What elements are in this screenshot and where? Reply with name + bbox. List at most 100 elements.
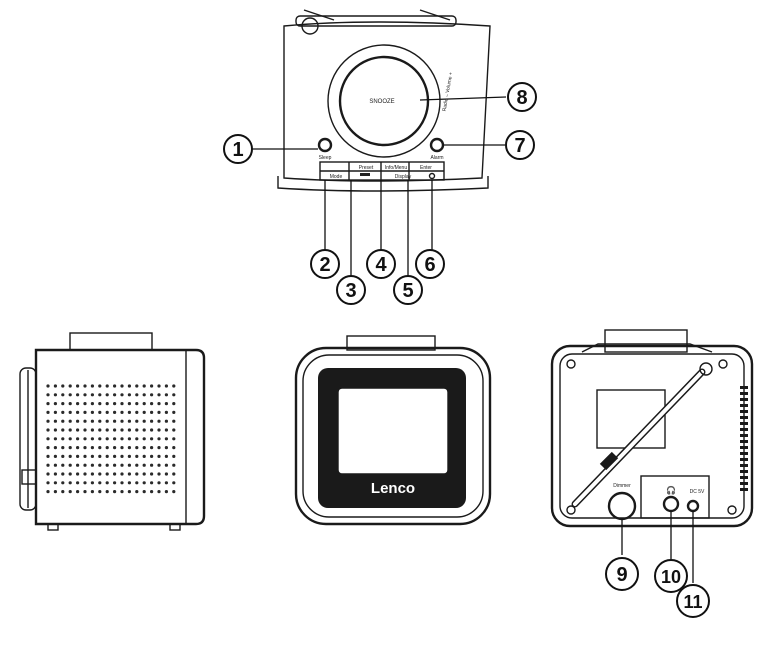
front-display bbox=[337, 387, 449, 475]
grille-hole bbox=[76, 454, 80, 458]
grille-hole bbox=[61, 419, 65, 423]
grille-hole bbox=[83, 384, 87, 388]
grille-hole bbox=[157, 437, 161, 441]
grille-hole bbox=[172, 490, 176, 494]
grille-hole bbox=[53, 446, 58, 450]
sleep-button[interactable] bbox=[317, 137, 333, 153]
callout-10: 10 bbox=[654, 559, 688, 593]
grille-hole bbox=[68, 437, 72, 441]
grille-hole bbox=[46, 490, 50, 494]
grille-hole bbox=[120, 463, 124, 467]
grille-hole bbox=[142, 437, 146, 441]
grille-hole bbox=[135, 490, 139, 494]
grille-hole bbox=[98, 402, 102, 406]
grille-hole bbox=[150, 393, 154, 397]
callout-5: 5 bbox=[393, 275, 423, 305]
grille-hole bbox=[90, 437, 94, 441]
grille-hole bbox=[172, 463, 176, 467]
enter-key-label: Enter bbox=[420, 165, 432, 171]
grille-hole bbox=[142, 454, 146, 458]
vent-slot bbox=[740, 410, 748, 413]
grille-hole bbox=[90, 402, 94, 406]
grille-hole bbox=[98, 481, 102, 485]
grille-hole bbox=[98, 446, 102, 450]
grille-hole bbox=[76, 410, 80, 414]
grille-hole bbox=[113, 463, 117, 467]
grille-hole bbox=[113, 410, 117, 414]
grille-hole bbox=[142, 410, 146, 414]
grille-hole bbox=[164, 446, 168, 450]
alarm-button[interactable] bbox=[429, 137, 445, 153]
svg-text:11: 11 bbox=[683, 592, 702, 612]
grille-hole bbox=[127, 481, 131, 485]
grille-hole bbox=[157, 481, 161, 485]
grille-hole bbox=[150, 472, 154, 476]
grille-hole bbox=[105, 402, 109, 406]
screw-icon bbox=[566, 359, 576, 369]
grille-hole bbox=[120, 454, 124, 458]
grille-hole bbox=[46, 402, 50, 406]
grille-hole bbox=[68, 428, 72, 432]
grille-hole bbox=[150, 402, 154, 406]
grille-hole bbox=[113, 437, 117, 441]
grille-hole bbox=[172, 393, 176, 397]
grille-hole bbox=[172, 481, 176, 485]
grille-hole bbox=[135, 454, 139, 458]
grille-hole bbox=[164, 490, 168, 494]
grille-hole bbox=[135, 446, 139, 450]
grille-hole bbox=[98, 437, 102, 441]
grille-hole bbox=[150, 437, 154, 441]
grille-hole bbox=[68, 384, 72, 388]
grille-hole bbox=[142, 393, 146, 397]
grille-hole bbox=[90, 393, 94, 397]
grille-hole bbox=[142, 384, 146, 388]
display-key-label: Display bbox=[395, 174, 412, 180]
grille-hole bbox=[127, 402, 131, 406]
grille-hole bbox=[68, 402, 72, 406]
dc-in-jack[interactable] bbox=[686, 499, 700, 513]
grille-hole bbox=[142, 419, 146, 423]
vent-slot bbox=[740, 428, 748, 431]
dimmer-knob[interactable] bbox=[607, 491, 637, 521]
grille-hole bbox=[61, 428, 65, 432]
grille-hole bbox=[105, 490, 109, 494]
headphone-jack[interactable] bbox=[662, 495, 680, 513]
grille-hole bbox=[164, 419, 168, 423]
grille-hole bbox=[105, 463, 109, 467]
front-top-handle bbox=[346, 335, 436, 351]
snooze-button[interactable] bbox=[338, 55, 430, 147]
grille-hole bbox=[150, 490, 154, 494]
screw-icon bbox=[727, 505, 737, 515]
grille-hole bbox=[113, 402, 117, 406]
back-top-handle bbox=[604, 329, 688, 353]
info-menu-key-label: Info/Menu bbox=[385, 165, 407, 171]
grille-hole bbox=[127, 393, 131, 397]
vent-slot bbox=[740, 488, 748, 491]
grille-hole bbox=[157, 419, 161, 423]
grille-hole bbox=[76, 463, 80, 467]
grille-hole bbox=[120, 384, 124, 388]
grille-hole bbox=[53, 402, 58, 406]
grille-hole bbox=[150, 454, 154, 458]
grille-hole bbox=[61, 402, 65, 406]
grille-hole bbox=[76, 472, 80, 476]
grille-hole bbox=[61, 437, 65, 441]
grille-hole bbox=[113, 446, 117, 450]
back-antenna bbox=[571, 362, 713, 508]
vent-slot bbox=[740, 470, 748, 473]
grille-hole bbox=[61, 393, 65, 397]
dc-label: DC 5V bbox=[690, 489, 705, 495]
grille-hole bbox=[120, 437, 124, 441]
callout-2: 2 bbox=[310, 249, 340, 279]
grille-hole bbox=[164, 428, 168, 432]
grille-hole bbox=[53, 384, 58, 388]
grille-hole bbox=[172, 437, 176, 441]
antenna-knob bbox=[301, 17, 319, 35]
grille-hole bbox=[46, 393, 50, 397]
grille-hole bbox=[150, 428, 154, 432]
grille-hole bbox=[127, 472, 131, 476]
grille-hole bbox=[53, 463, 58, 467]
grille-hole bbox=[127, 446, 131, 450]
grille-hole bbox=[46, 384, 50, 388]
front-body bbox=[294, 346, 492, 526]
